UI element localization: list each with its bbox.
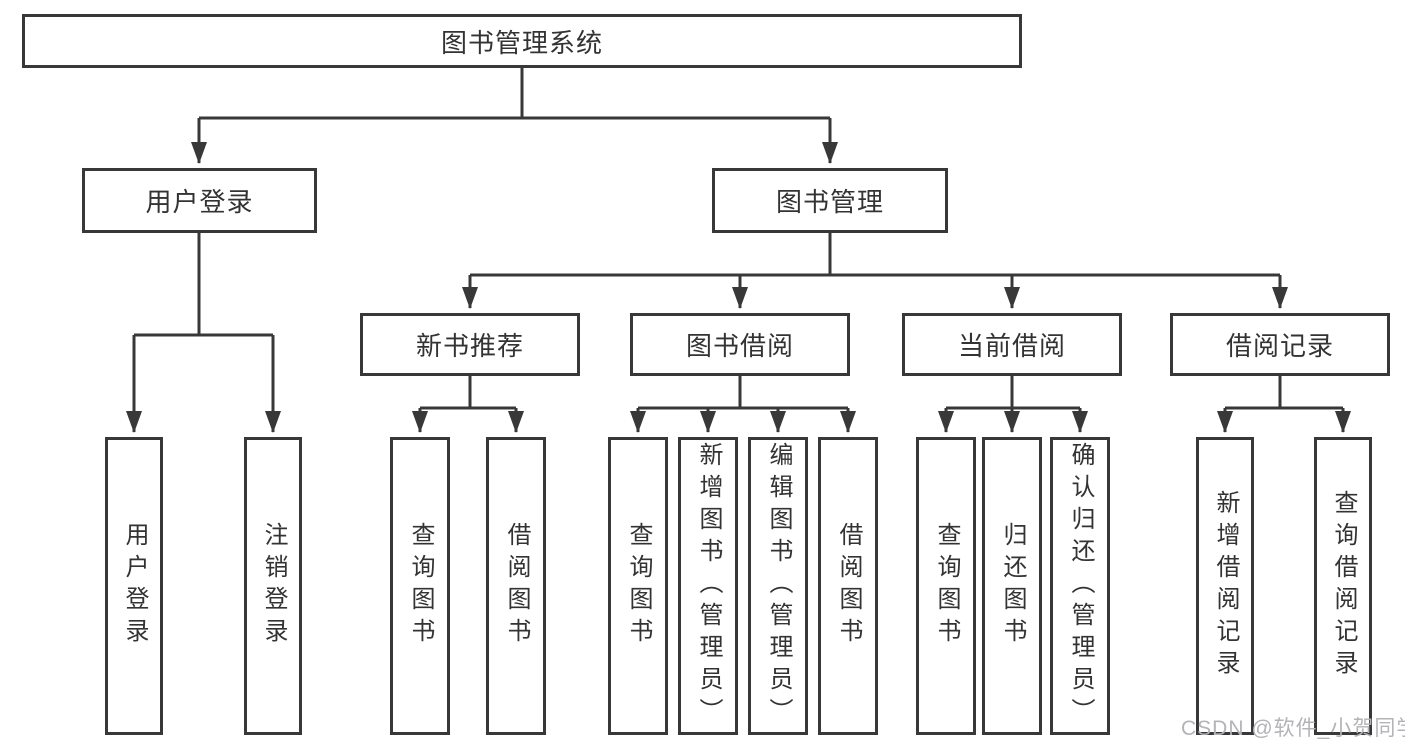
node-library-management-system: 图书管理系统 (22, 14, 1022, 68)
node-current-borrowing-label: 当前借阅 (957, 331, 1066, 361)
leaf-recommend-query-books: 查询图书 (390, 437, 450, 735)
leaf-current-confirm-return-admin-label: 确认归还（管理员） (1067, 442, 1094, 730)
leaf-current-confirm-return-admin: 确认归还（管理员） (1050, 437, 1110, 735)
leaf-borrowing-query-books: 查询图书 (608, 437, 668, 735)
leaf-borrowing-add-books-admin: 新增图书（管理员） (678, 437, 738, 735)
node-book-borrowing: 图书借阅 (630, 313, 850, 376)
leaf-current-query-books: 查询图书 (916, 437, 976, 735)
leaf-borrowing-edit-books-admin: 编辑图书（管理员） (748, 437, 808, 735)
leaf-current-query-books-label: 查询图书 (933, 522, 960, 650)
node-user-login-label: 用户登录 (145, 187, 254, 217)
leaf-records-add-record: 新增借阅记录 (1196, 437, 1254, 735)
node-new-book-recommend-label: 新书推荐 (415, 331, 524, 361)
leaf-logout-label: 注销登录 (260, 522, 287, 650)
node-user-login: 用户登录 (82, 168, 317, 233)
leaf-borrowing-add-books-admin-label: 新增图书（管理员） (695, 442, 722, 730)
leaf-recommend-query-books-label: 查询图书 (407, 522, 434, 650)
leaf-recommend-borrow-books-label: 借阅图书 (503, 522, 530, 650)
node-borrowing-records: 借阅记录 (1170, 313, 1390, 376)
leaf-records-query-record: 查询借阅记录 (1314, 437, 1372, 735)
node-new-book-recommend: 新书推荐 (360, 313, 580, 376)
leaf-records-query-record-label: 查询借阅记录 (1330, 490, 1357, 682)
node-current-borrowing: 当前借阅 (902, 313, 1122, 376)
node-book-borrowing-label: 图书借阅 (685, 331, 794, 361)
leaf-logout: 注销登录 (244, 437, 302, 735)
leaf-current-return-books: 归还图书 (982, 437, 1042, 735)
leaf-current-return-books-label: 归还图书 (999, 522, 1026, 650)
leaf-borrowing-borrow-books: 借阅图书 (818, 437, 878, 735)
node-book-management: 图书管理 (712, 168, 948, 233)
leaf-borrowing-query-books-label: 查询图书 (625, 522, 652, 650)
node-book-management-label: 图书管理 (775, 187, 884, 217)
leaf-user-login: 用户登录 (105, 437, 163, 735)
leaf-borrowing-edit-books-admin-label: 编辑图书（管理员） (765, 442, 792, 730)
leaf-borrowing-borrow-books-label: 借阅图书 (835, 522, 862, 650)
leaf-user-login-label: 用户登录 (121, 522, 148, 650)
leaf-recommend-borrow-books: 借阅图书 (486, 437, 546, 735)
csdn-watermark: CSDN @软件_小贺同学 (1181, 717, 1405, 740)
node-library-management-system-label: 图书管理系统 (440, 27, 603, 58)
node-borrowing-records-label: 借阅记录 (1225, 331, 1334, 361)
leaf-records-add-record-label: 新增借阅记录 (1212, 490, 1239, 682)
